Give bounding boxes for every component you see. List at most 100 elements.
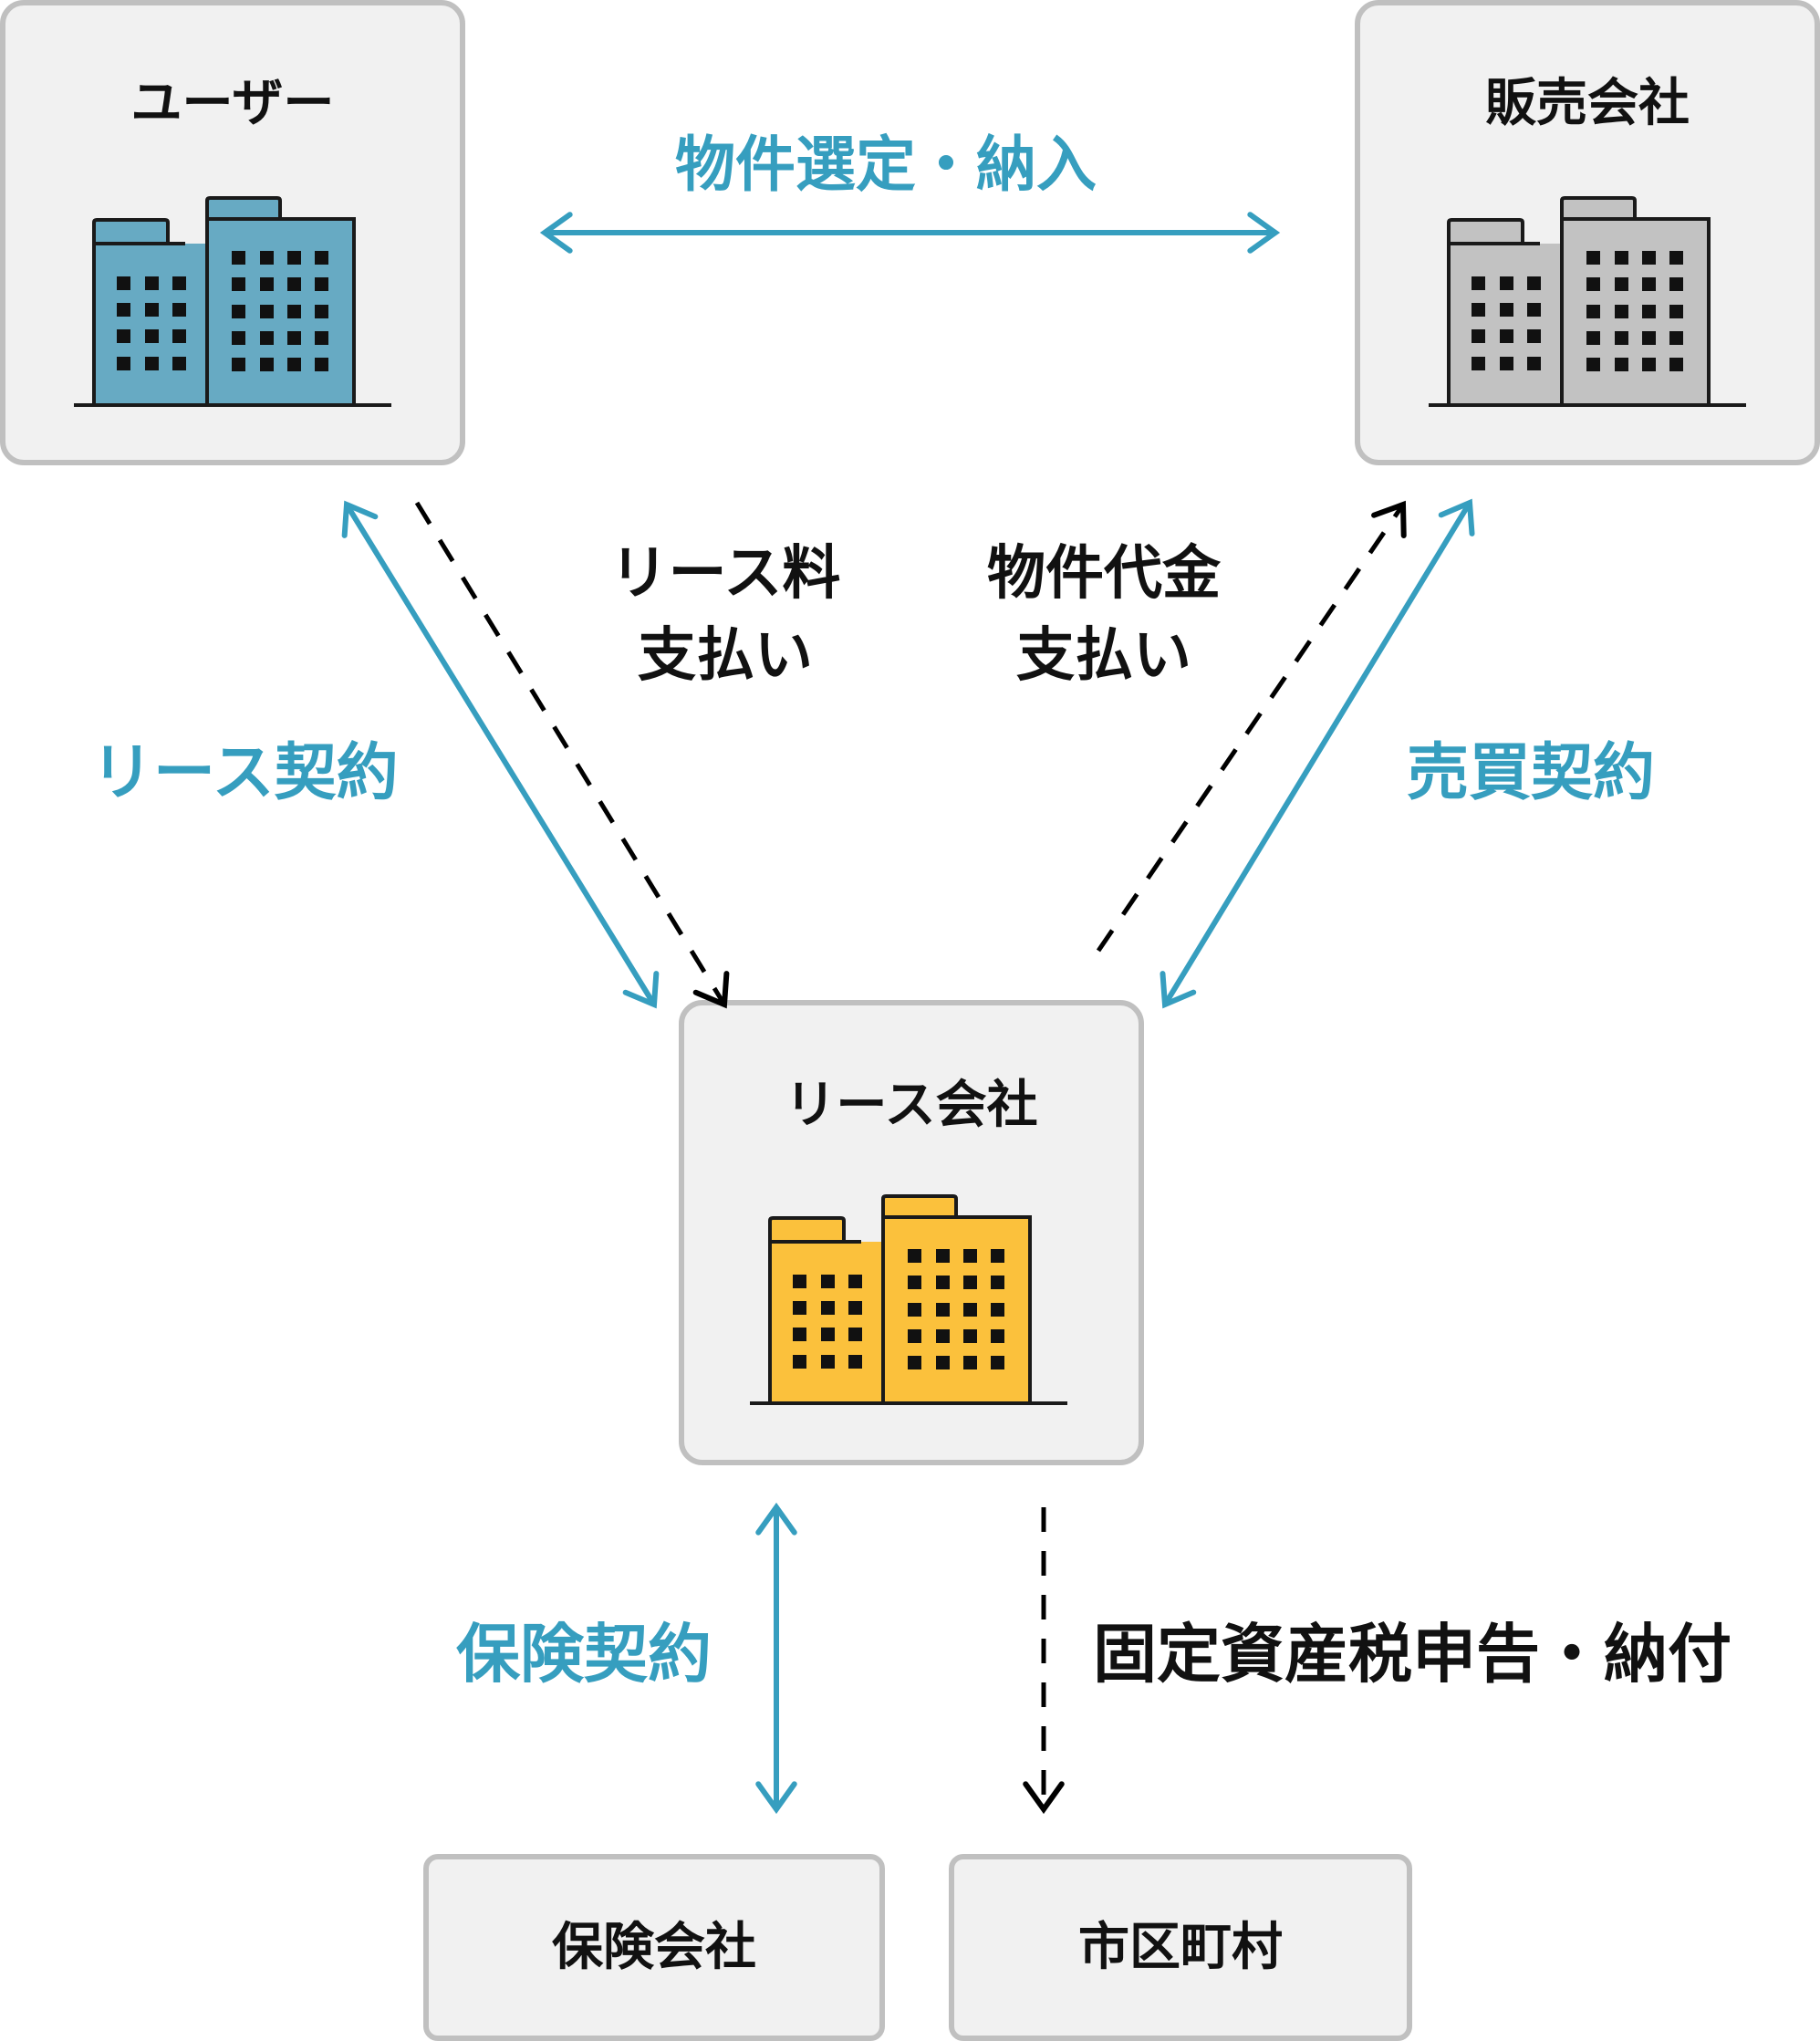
property-payment-arrow-line xyxy=(1096,503,1406,953)
window xyxy=(232,331,245,345)
property-payment-line1: 物件代金 xyxy=(987,540,1221,608)
lease-company-building-icon xyxy=(750,1194,1067,1405)
window xyxy=(848,1301,862,1315)
window xyxy=(1586,251,1600,265)
window xyxy=(793,1328,806,1341)
insurance-contract-arrow-head-end xyxy=(755,1502,797,1536)
lease-contract-arrow-line xyxy=(344,503,657,1006)
right-roof xyxy=(1560,196,1637,221)
left-roof xyxy=(92,218,170,245)
window xyxy=(1615,277,1628,291)
window xyxy=(1615,305,1628,318)
window xyxy=(145,357,159,370)
window xyxy=(1586,358,1600,371)
window xyxy=(145,329,159,343)
user-title: ユーザー xyxy=(130,74,335,133)
window xyxy=(1642,277,1656,291)
window xyxy=(315,251,328,265)
window xyxy=(908,1329,921,1343)
sales-contract-arrow-head-start xyxy=(1160,971,1197,1009)
municipality-node: 市区町村 xyxy=(949,1854,1412,2041)
lease-contract-arrow-head-start xyxy=(341,500,379,538)
left-body xyxy=(1449,244,1562,405)
right-body xyxy=(881,1215,1032,1405)
window xyxy=(936,1303,950,1317)
window xyxy=(172,357,186,370)
window xyxy=(821,1275,835,1288)
window xyxy=(260,277,274,291)
window xyxy=(1586,331,1600,345)
window xyxy=(1527,357,1541,370)
window xyxy=(1669,251,1683,265)
window xyxy=(117,276,130,290)
right-roof xyxy=(205,196,282,221)
window xyxy=(1527,329,1541,343)
window xyxy=(991,1249,1004,1263)
window xyxy=(908,1356,921,1369)
window xyxy=(315,305,328,318)
sales-contract-label: 売買契約 xyxy=(1407,737,1656,809)
window xyxy=(908,1249,921,1263)
left-body xyxy=(94,244,207,405)
window xyxy=(1527,303,1541,317)
right-body xyxy=(1560,217,1711,407)
window xyxy=(117,303,130,317)
lease-fee-arrow-head-end xyxy=(692,971,730,1009)
window xyxy=(172,329,186,343)
window xyxy=(1500,276,1513,290)
window xyxy=(1669,277,1683,291)
window xyxy=(172,303,186,317)
window xyxy=(963,1356,977,1369)
lease-contract-arrow-head-end xyxy=(622,971,660,1009)
lease-contract-label: リース契約 xyxy=(91,737,399,809)
window xyxy=(848,1355,862,1369)
window xyxy=(287,305,301,318)
window xyxy=(936,1276,950,1289)
vendor-building-icon xyxy=(1429,196,1746,407)
window xyxy=(821,1301,835,1315)
window xyxy=(936,1329,950,1343)
lease-fee-payment-label: リース料 支払い xyxy=(593,534,858,697)
window xyxy=(172,276,186,290)
vendor-title: 販売会社 xyxy=(1485,74,1690,133)
window xyxy=(821,1328,835,1341)
window xyxy=(232,251,245,265)
window xyxy=(1642,331,1656,345)
window xyxy=(260,305,274,318)
property-payment-label: 物件代金 支払い xyxy=(967,534,1241,697)
municipality-title: 市区町村 xyxy=(1078,1917,1283,1977)
lease-company-title: リース会社 xyxy=(785,1076,1038,1135)
window xyxy=(315,277,328,291)
window xyxy=(1500,303,1513,317)
selection-delivery-arrow-head-start xyxy=(539,212,573,254)
left-roof xyxy=(768,1216,846,1244)
window xyxy=(1472,357,1485,370)
window xyxy=(1527,276,1541,290)
left-outline xyxy=(92,242,185,405)
window xyxy=(287,277,301,291)
window xyxy=(315,358,328,371)
insurance-company-title: 保険会社 xyxy=(552,1917,756,1977)
user-building-icon xyxy=(74,196,391,407)
window xyxy=(1472,303,1485,317)
window xyxy=(287,331,301,345)
property-tax-label: 固定資産税申告・納付 xyxy=(1093,1617,1732,1692)
right-roof xyxy=(881,1194,958,1219)
sales-contract-arrow-line xyxy=(1162,501,1472,1006)
window xyxy=(991,1303,1004,1317)
left-outline xyxy=(1447,242,1540,405)
window xyxy=(1472,276,1485,290)
property-tax-arrow-head-end xyxy=(1023,1781,1065,1815)
window xyxy=(936,1356,950,1369)
property-payment-arrow-head-end xyxy=(1371,500,1407,538)
window xyxy=(936,1249,950,1263)
window xyxy=(315,331,328,345)
window xyxy=(260,331,274,345)
lease-fee-line2: 支払い xyxy=(638,621,813,690)
left-body xyxy=(770,1242,883,1403)
window xyxy=(1472,329,1485,343)
sales-contract-arrow-head-end xyxy=(1438,498,1475,536)
window xyxy=(1615,331,1628,345)
window xyxy=(1642,358,1656,371)
window xyxy=(1669,331,1683,345)
